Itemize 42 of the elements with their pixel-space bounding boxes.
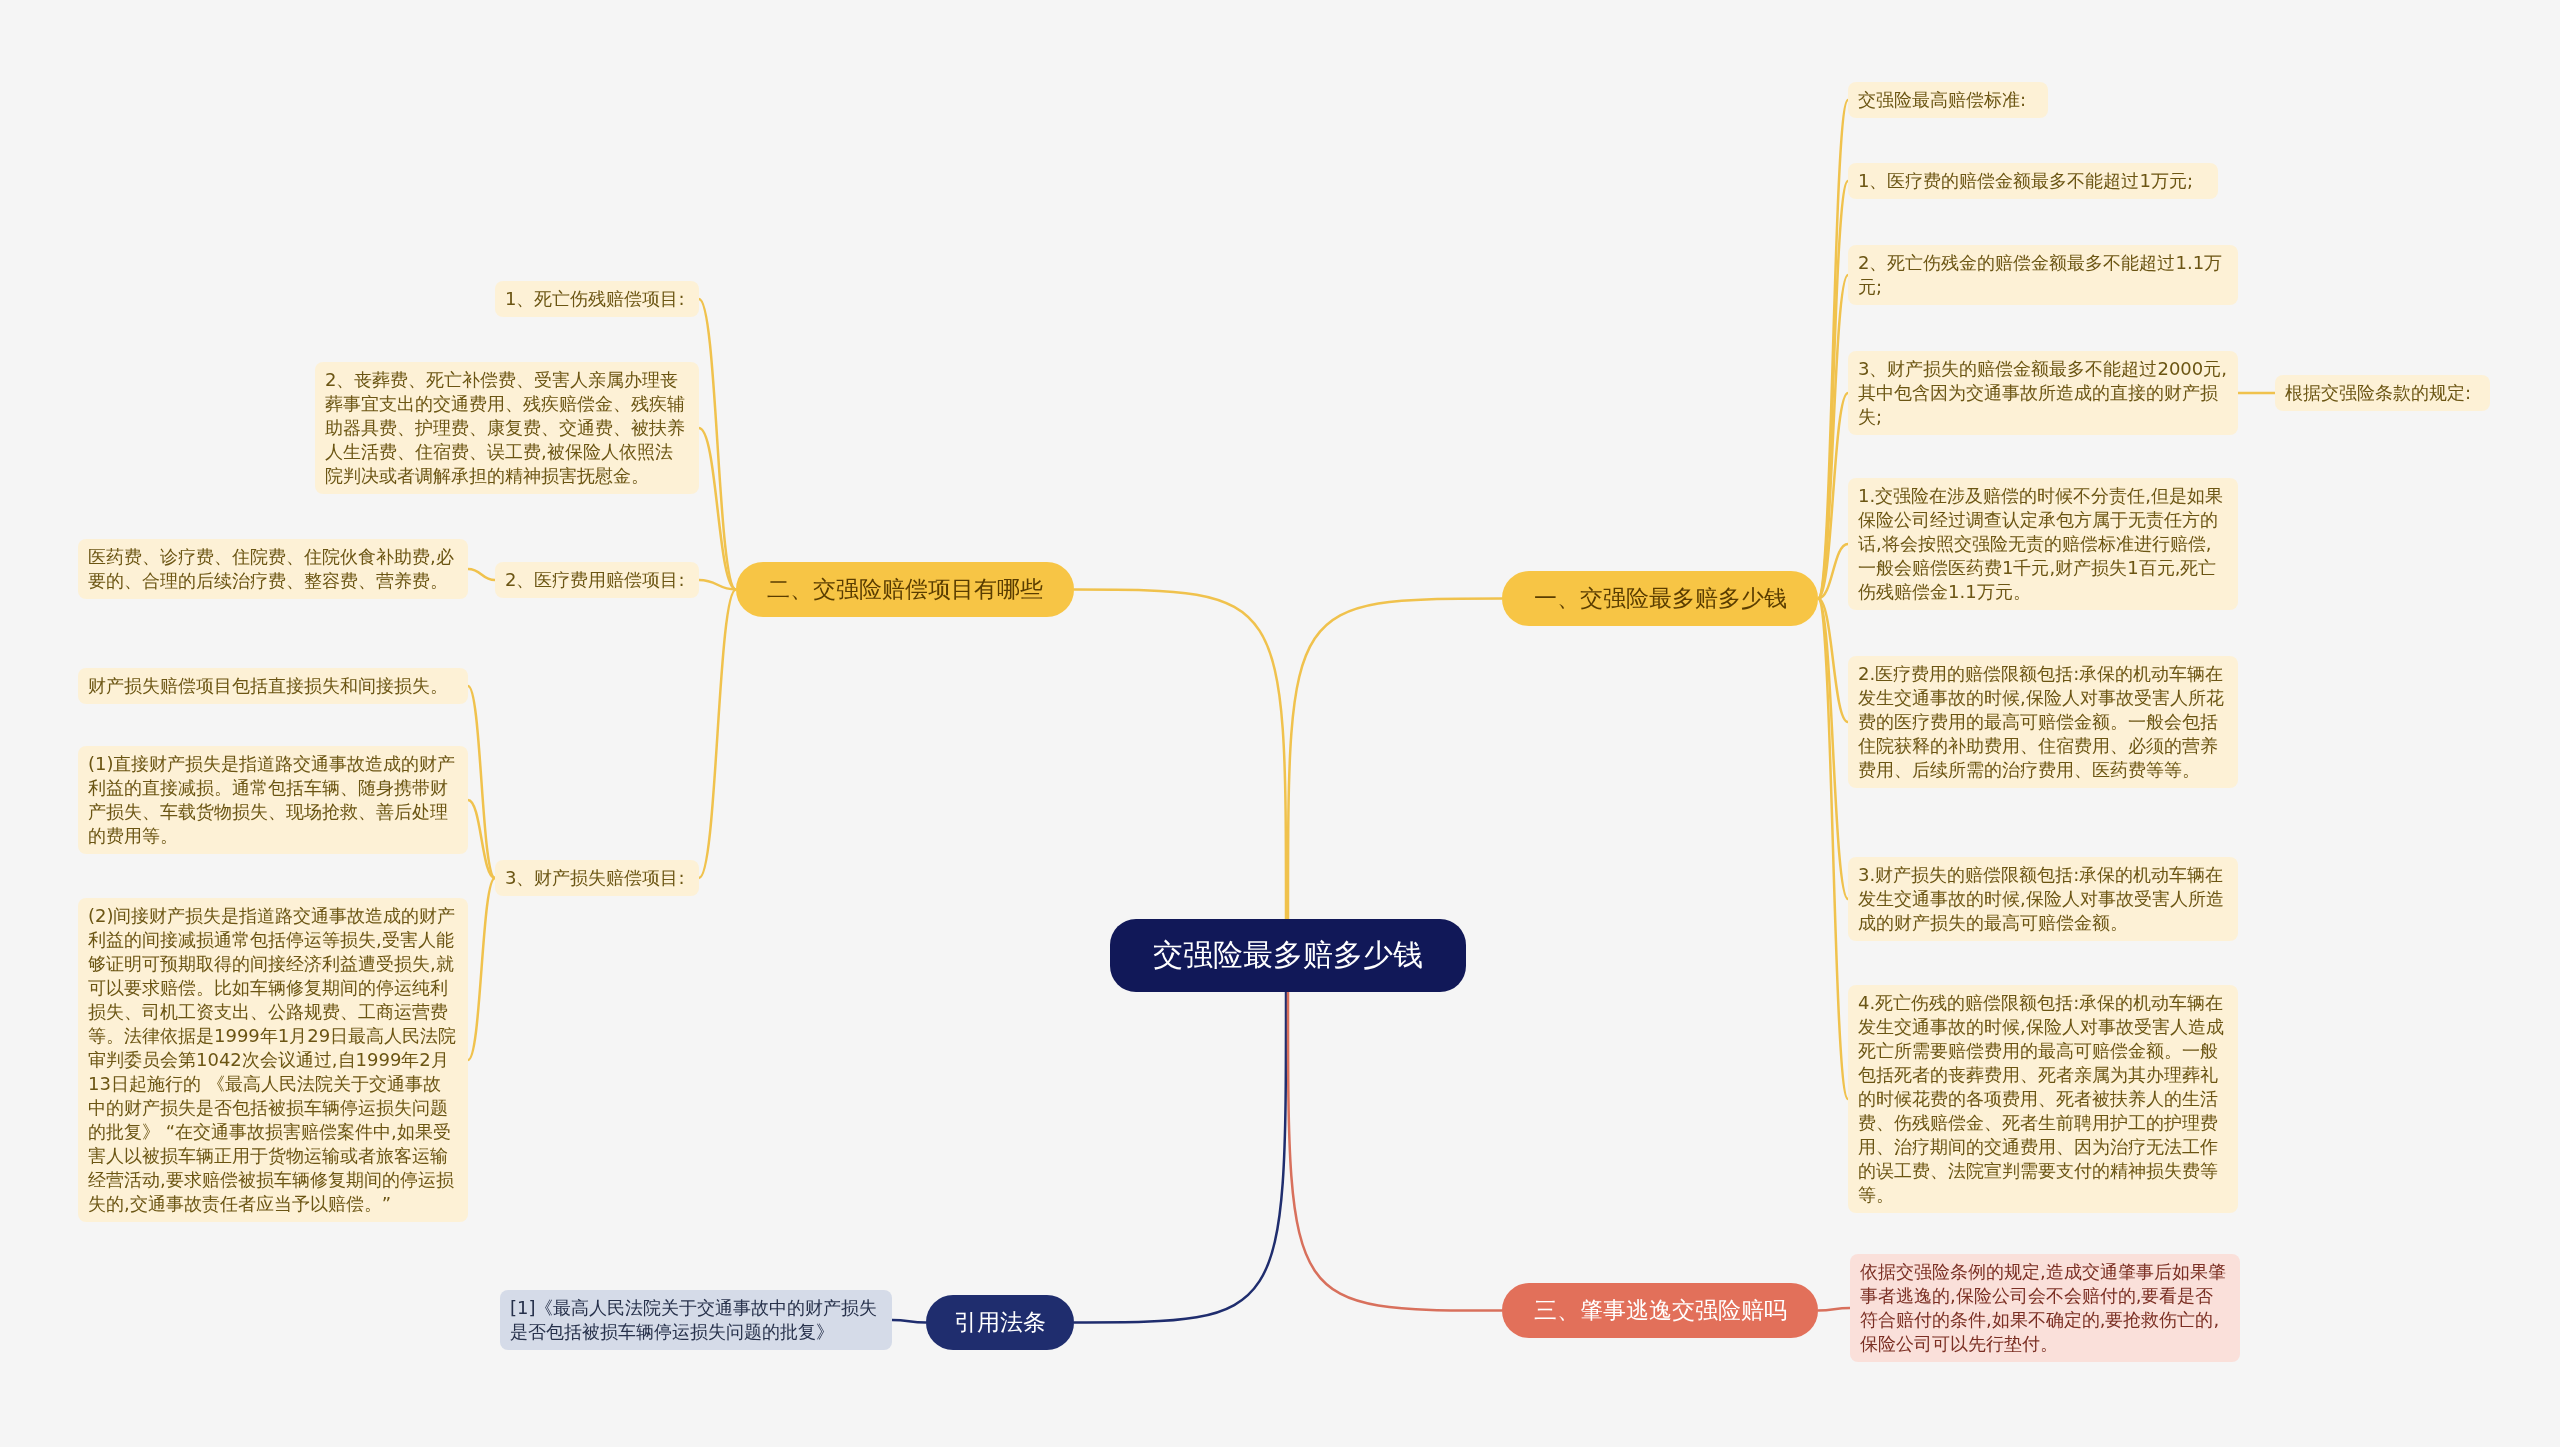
leaf-topic: 1、死亡伤残赔偿项目: — [495, 281, 699, 317]
leaf-topic: [1]《最高人民法院关于交通事故中的财产损失是否包括被损车辆停运损失问题的批复》 — [500, 1290, 892, 1350]
branch-topic: 引用法条 — [926, 1295, 1074, 1350]
connector-line — [698, 427, 737, 591]
connector-line — [1286, 992, 1502, 1312]
connector-line — [1817, 597, 1849, 724]
root-topic: 交强险最多赔多少钱 — [1110, 919, 1466, 992]
leaf-topic: 依据交强险条例的规定,造成交通肇事后如果肇事者逃逸的,保险公司会不会赔付的,要看是否符合赔付的条件,如果不确定的,要抢救伤亡的,保险公司可以先行垫付。 — [1850, 1254, 2240, 1362]
leaf-topic: 交强险最高赔偿标准: — [1848, 82, 2048, 118]
leaf-topic: 2、丧葬费、死亡补偿费、受害人亲属办理丧葬事宜支出的交通费用、残疾赔偿金、残疾辅助器具费、护理费、康复费、交通费、被扶养人生活费、住宿费、误工费,被保险人依照法院判决或者调解承担的精神损害抚慰金。 — [315, 362, 699, 494]
branch-topic: 二、交强险赔偿项目有哪些 — [736, 562, 1074, 617]
leaf-topic: 1、医疗费的赔偿金额最多不能超过1万元; — [1848, 163, 2218, 199]
leaf-topic: 4.死亡伤残的赔偿限额包括:承保的机动车辆在发生交通事故的时候,保险人对事故受害人造成死亡所需要赔偿费用的最高可赔偿金额。一般包括死者的丧葬费用、死者亲属为其办理葬礼的时候花费的各项费用、死者被扶养人的生活费、伤残赔偿金、死者生前聘用护工的护理费用、治疗期间的交通费用、因为治疗无法工作的误工费、法院宣判需要支付的精神损失费等等。 — [1848, 985, 2238, 1213]
leaf-topic: 3、财产损失赔偿项目: — [495, 860, 699, 896]
connector-line — [467, 567, 496, 582]
leaf-topic: 财产损失赔偿项目包括直接损失和间接损失。 — [78, 668, 468, 704]
branch-topic: 三、肇事逃逸交强险赔吗 — [1502, 1283, 1818, 1338]
connector-line — [1074, 588, 1288, 919]
leaf-topic: 3.财产损失的赔偿限额包括:承保的机动车辆在发生交通事故的时候,保险人对事故受害人所造成的财产损失的最高可赔偿金额。 — [1848, 857, 2238, 941]
leaf-topic: (1)直接财产损失是指道路交通事故造成的财产利益的直接减损。通常包括车辆、随身携带财产损失、车载货物损失、现场抢救、善后处理的费用等。 — [78, 746, 468, 854]
connector-line — [467, 877, 496, 1061]
leaf-topic: 1.交强险在涉及赔偿的时候不分责任,但是如果保险公司经过调查认定承包方属于无责任方的话,将会按照交强险无责的赔偿标准进行赔偿,一般会赔偿医药费1千元,财产损失1百元,死亡伤残赔偿金1.1万元。 — [1848, 478, 2238, 610]
leaf-topic: 2.医疗费用的赔偿限额包括:承保的机动车辆在发生交通事故的时候,保险人对事故受害人所花费的医疗费用的最高可赔偿金额。一般会包括住院获释的补助费用、住宿费用、必须的营养费用、后续所需的治疗费用、医药费等等。 — [1848, 656, 2238, 788]
connector-line — [698, 578, 737, 591]
connector-line — [698, 298, 737, 591]
leaf-topic: 医药费、诊疗费、住院费、住院伙食补助费,必要的、合理的后续治疗费、整容费、营养费。 — [78, 539, 468, 599]
leaf-topic: (2)间接财产损失是指道路交通事故造成的财产利益的间接减损通常包括停运等损失,受害人能够证明可预期取得的间接经济利益遭受损失,就可以要求赔偿。比如车辆修复期间的停运纯利损失、司机工资支出、公路规费、工商运营费等。法律依据是1999年1月29日最高人民法院审判委员会第1042次会议通过,自1999年2月13日起施行的 《最高人民法院关于交通事故中的财产损失是否包括被损车辆停运损失问题的批复》 “在交通事故损害赔偿案件中,如果受害人以被损车辆正用于货物运输或者旅客运输经营活动,要求赔偿被损车辆修复期间的停运损失的,交通事故责任者应当予以赔偿。” — [78, 898, 468, 1222]
leaf-topic: 2、医疗费用赔偿项目: — [495, 562, 699, 598]
connector-line — [1286, 597, 1502, 919]
leaf-topic: 2、死亡伤残金的赔偿金额最多不能超过1.1万元; — [1848, 245, 2238, 305]
connector-line — [467, 798, 496, 880]
connector-line — [698, 588, 737, 879]
connector-line — [1818, 1306, 1850, 1312]
branch-topic: 一、交强险最多赔多少钱 — [1502, 571, 1818, 626]
leaf-topic: 根据交强险条款的规定: — [2275, 375, 2490, 411]
connector-line — [1074, 992, 1288, 1324]
connector-line — [2238, 391, 2275, 395]
leaf-topic: 3、财产损失的赔偿金额最多不能超过2000元,其中包含因为交通事故所造成的直接的财产损失; — [1848, 351, 2238, 435]
connector-line — [1816, 598, 1850, 1100]
connector-line — [467, 685, 496, 879]
connector-line — [892, 1318, 926, 1324]
connector-line — [1817, 542, 1849, 600]
